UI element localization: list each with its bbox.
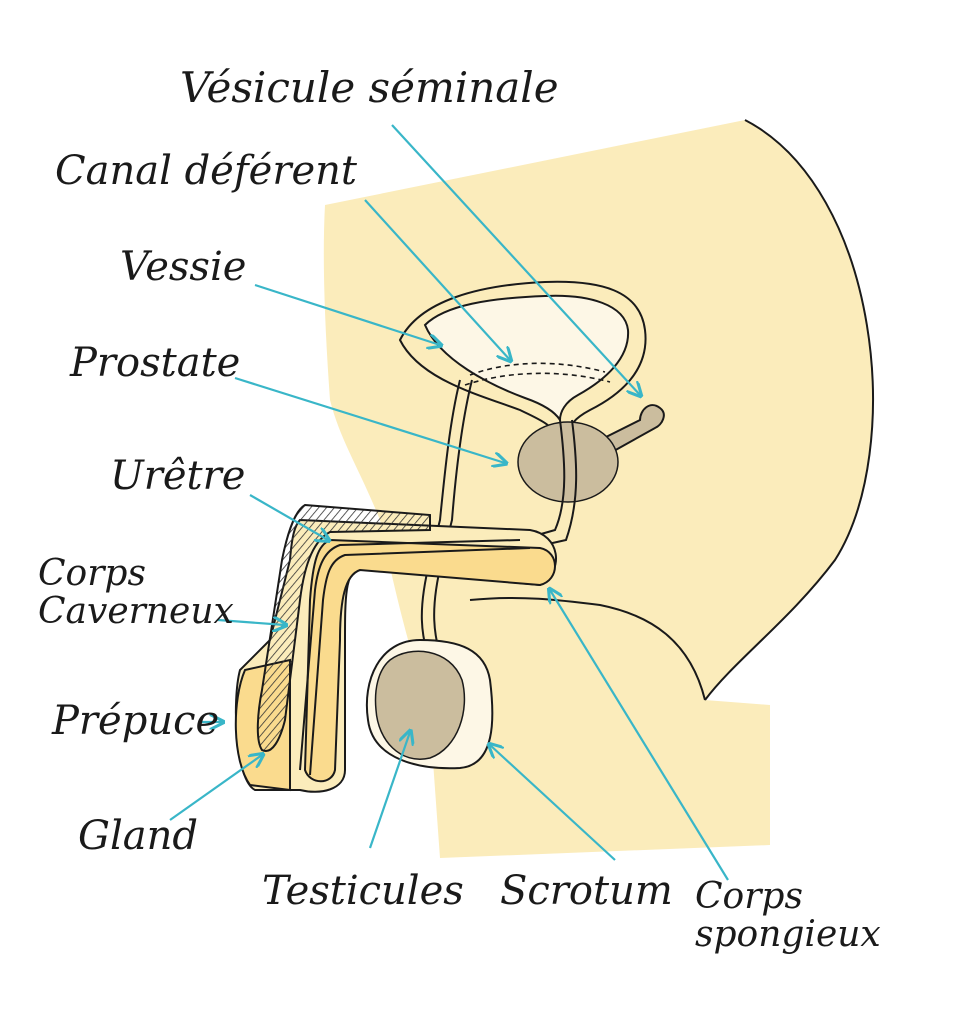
label-uretre: Urêtre — [110, 453, 246, 499]
prostate-shape — [517, 421, 619, 503]
testicle — [374, 650, 466, 760]
corpus-spongiosum — [303, 538, 556, 783]
label-corps-caverneux: Corps Caverneux — [38, 553, 234, 632]
bladder-dashed-2 — [464, 372, 611, 386]
arrow-corps-spongieux — [550, 590, 729, 881]
arrow-vessie — [254, 283, 440, 345]
body-back-outline — [704, 119, 874, 701]
label-corps-spongieux: Corps spongieux — [695, 876, 881, 955]
arrow-vesicule-seminale — [391, 124, 640, 395]
label-gland: Gland — [78, 813, 198, 859]
label-scrotum: Scrotum — [500, 868, 673, 914]
penile-urethra-2 — [309, 547, 531, 776]
perineum-line — [469, 596, 706, 701]
arrow-corps-caverneux — [217, 620, 285, 625]
arrow-uretre — [249, 494, 328, 540]
penile-urethra — [299, 539, 521, 771]
label-vesicule-seminale: Vésicule séminale — [180, 63, 559, 112]
label-canal-deferent: Canal déférent — [55, 148, 357, 194]
label-arrows — [169, 124, 729, 881]
urethra-vertical-2 — [529, 419, 578, 549]
label-testicules: Testicules — [262, 868, 464, 914]
seminal-vesicle — [598, 404, 665, 454]
label-prostate: Prostate — [70, 340, 241, 386]
label-prepuce: Prépuce — [52, 698, 220, 744]
arrow-scrotum — [490, 745, 616, 861]
arrow-testicules — [368, 732, 410, 849]
urethra-vertical — [519, 419, 566, 541]
arrow-gland — [169, 755, 262, 821]
arrow-prostate — [234, 376, 505, 463]
label-vessie: Vessie — [120, 244, 247, 290]
corpus-cavernosum — [256, 503, 431, 752]
arrow-canal-deferent — [364, 199, 510, 360]
bladder-dashed-1 — [469, 362, 606, 376]
